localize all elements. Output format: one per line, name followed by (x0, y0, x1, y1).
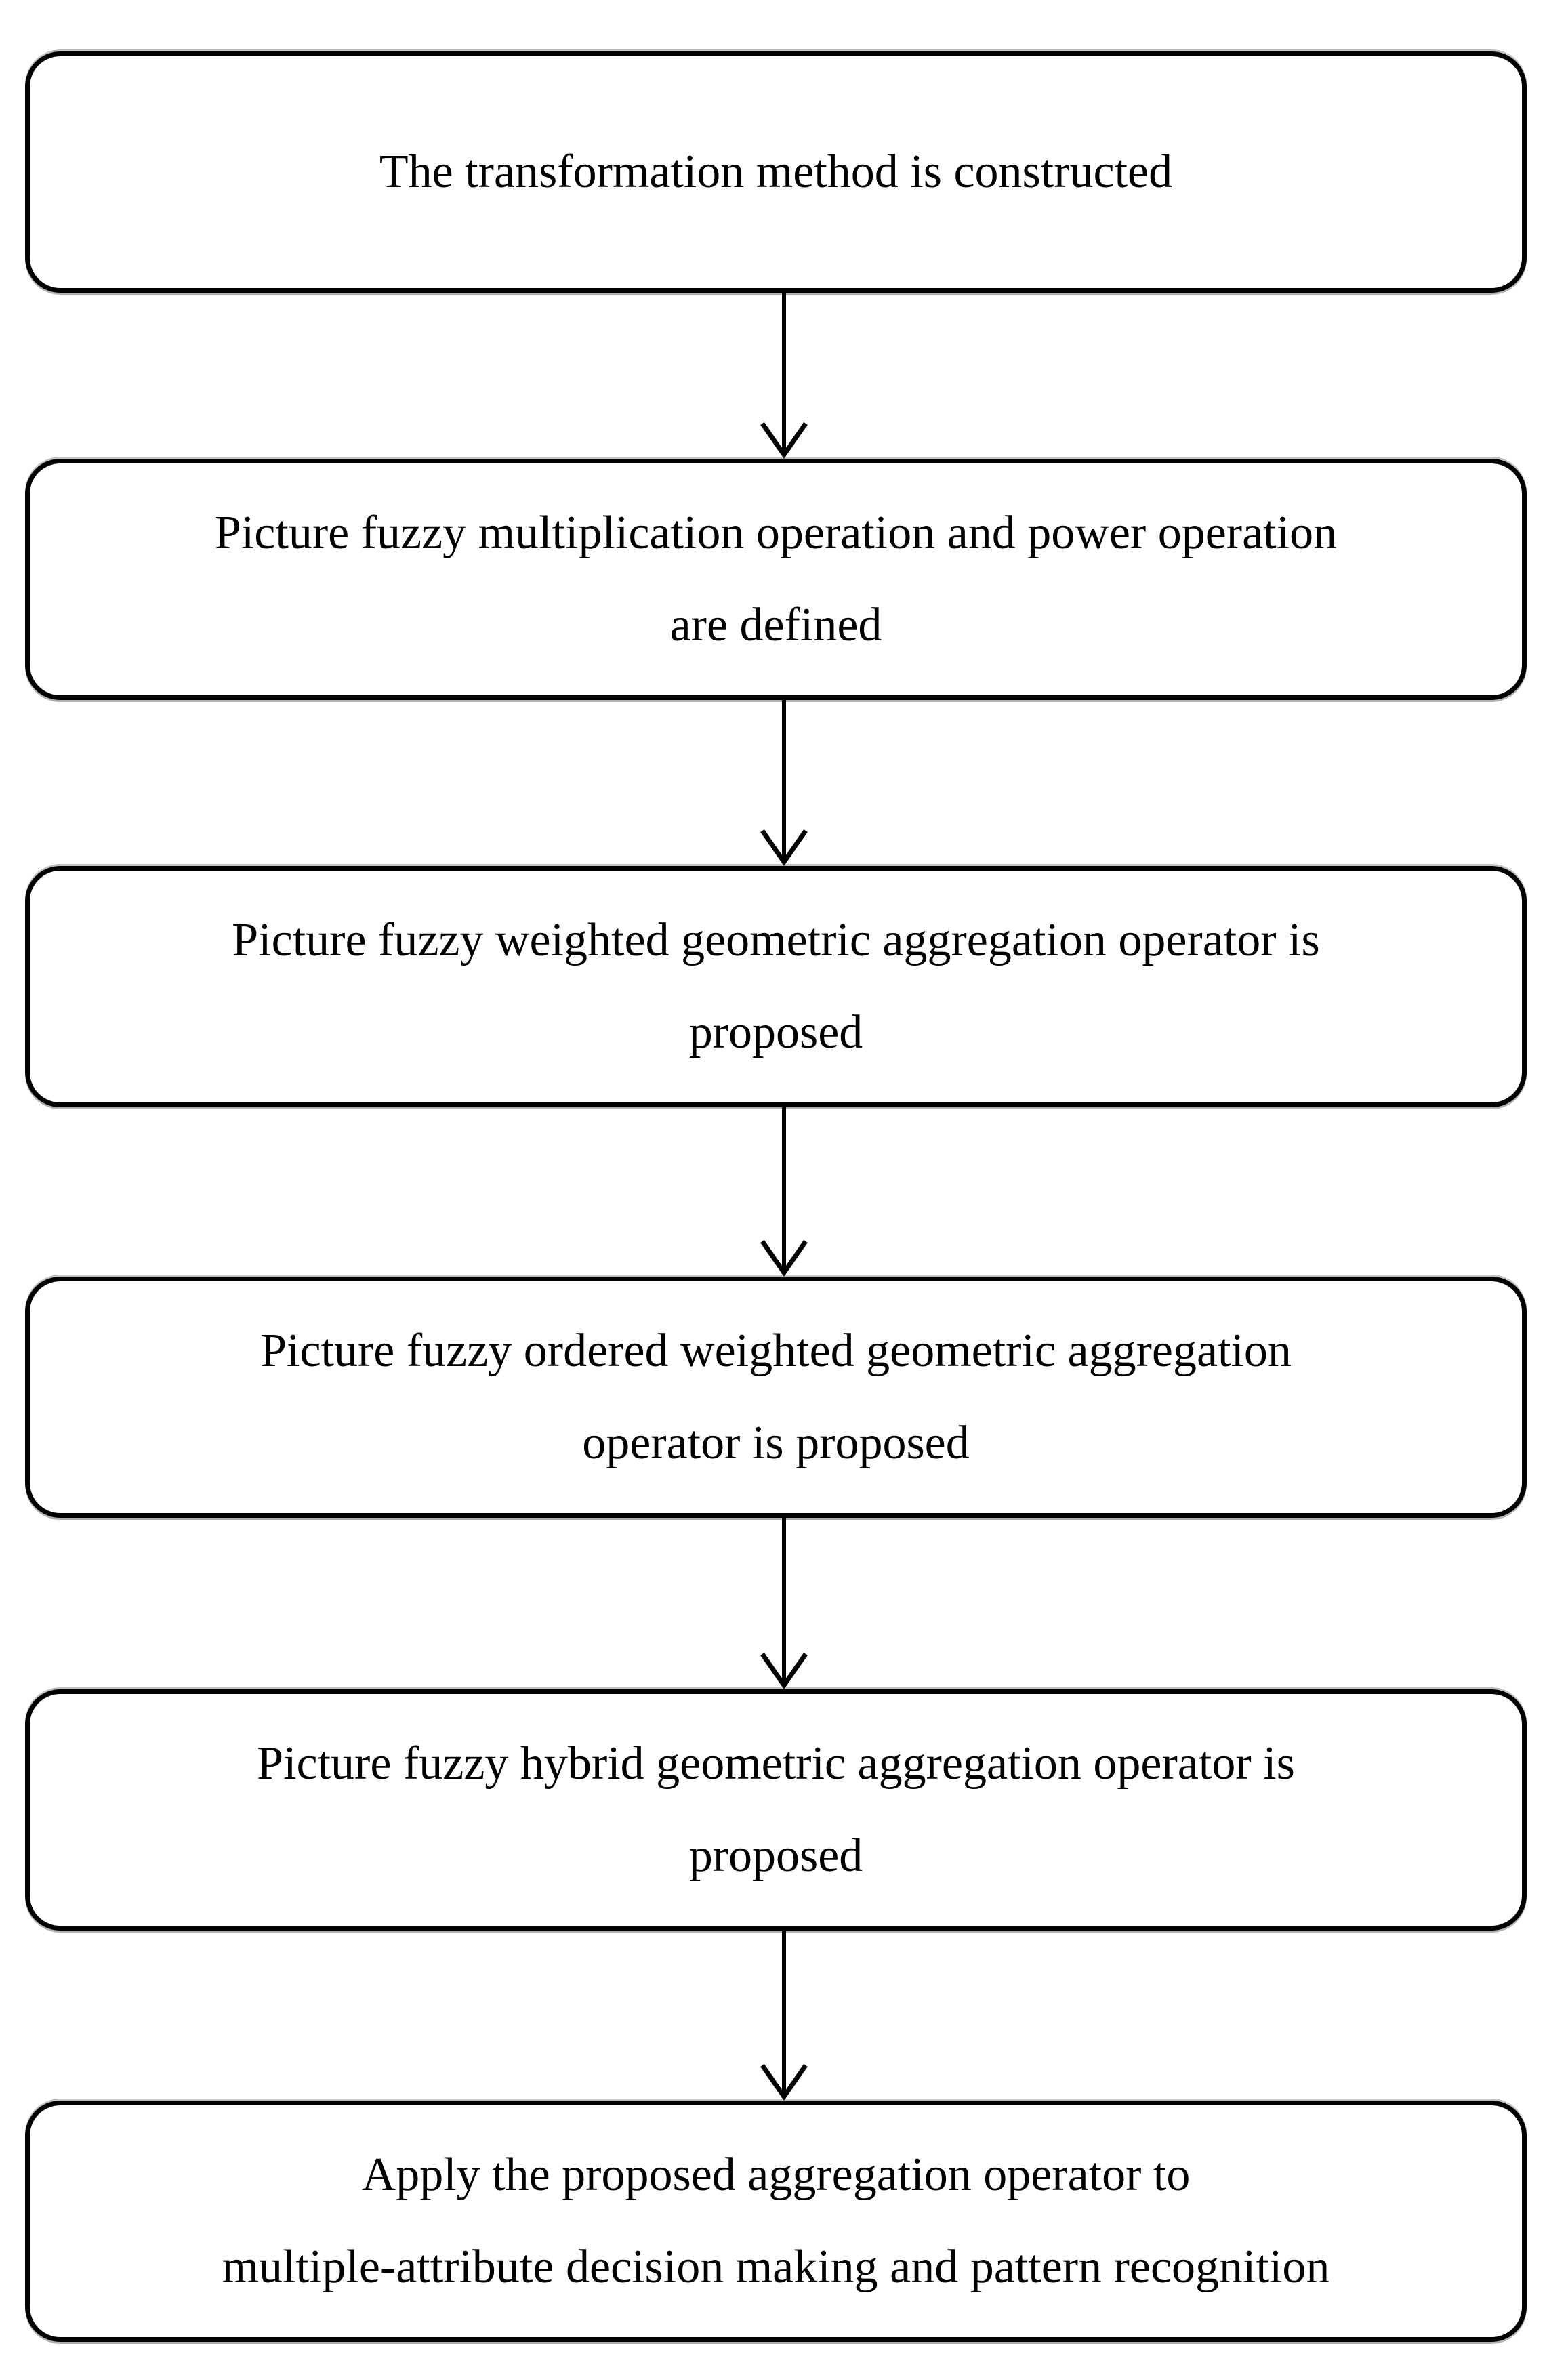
flow-node-transformation-method: The transformation method is constructed (25, 51, 1527, 293)
flow-arrow-4 (743, 1518, 825, 1689)
flow-arrow-3 (743, 1107, 825, 1277)
down-arrow-icon (760, 1107, 808, 1277)
node-text-line: The transformation method is constructed (379, 145, 1173, 198)
flow-node-multiplication-power-operations: Picture fuzzy multiplication operation a… (25, 459, 1527, 700)
flow-node-weighted-geometric-operator: Picture fuzzy weighted geometric aggrega… (25, 866, 1527, 1107)
node-text-line: multiple-attribute decision making and p… (222, 2241, 1330, 2293)
flow-arrow-5 (743, 1931, 825, 2101)
node-text-line: are defined (669, 599, 882, 651)
flow-arrow-1 (743, 293, 825, 459)
down-arrow-icon (760, 1518, 808, 1689)
node-text-line: proposed (688, 1006, 863, 1058)
down-arrow-icon (760, 293, 808, 459)
down-arrow-icon (760, 700, 808, 866)
flow-node-ordered-weighted-geometric-operator: Picture fuzzy ordered weighted geometric… (25, 1277, 1527, 1518)
node-text-line: Picture fuzzy weighted geometric aggrega… (232, 913, 1320, 966)
flow-node-apply-aggregation-operator: Apply the proposed aggregation operator … (25, 2101, 1527, 2342)
node-text-line: Picture fuzzy ordered weighted geometric… (260, 1324, 1292, 1377)
flow-arrow-2 (743, 700, 825, 866)
node-text-line: operator is proposed (582, 1417, 970, 1469)
node-text-line: Picture fuzzy hybrid geometric aggregati… (257, 1737, 1295, 1790)
node-text-line: Apply the proposed aggregation operator … (361, 2148, 1191, 2201)
node-text-line: Picture fuzzy multiplication operation a… (214, 506, 1338, 559)
flow-node-hybrid-geometric-operator: Picture fuzzy hybrid geometric aggregati… (25, 1689, 1527, 1931)
node-text-line: proposed (688, 1830, 863, 1882)
down-arrow-icon (760, 1931, 808, 2101)
